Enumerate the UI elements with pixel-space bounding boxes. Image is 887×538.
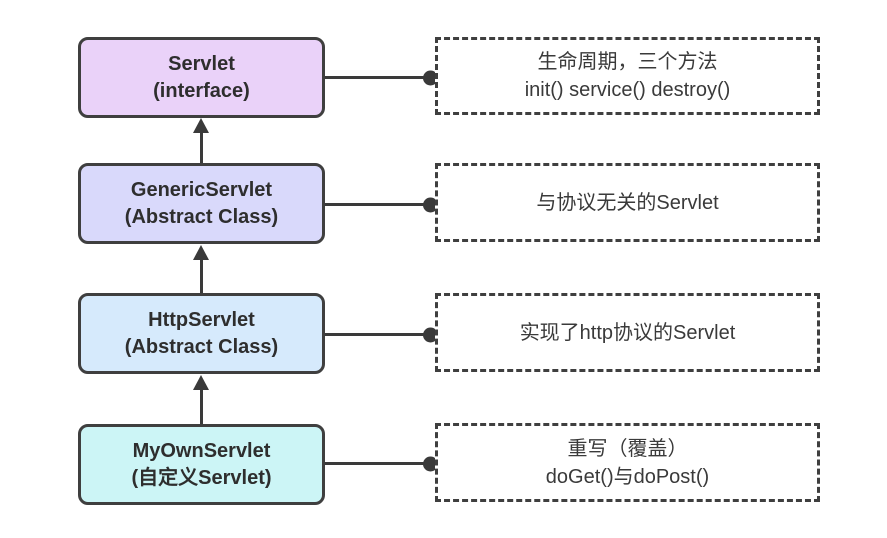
note-text: doGet()与doPost() xyxy=(545,465,710,488)
connector-dot-icon xyxy=(423,456,438,471)
connector-line xyxy=(325,197,438,212)
class-type: (Abstract Class) xyxy=(124,335,279,358)
class-box-servlet: Servlet (interface) xyxy=(78,37,325,118)
connector-dot-icon xyxy=(423,327,438,342)
class-box-myownservlet: MyOwnServlet (自定义Servlet) xyxy=(78,424,325,505)
class-type: (interface) xyxy=(153,79,250,102)
class-type: (Abstract Class) xyxy=(124,205,279,228)
note-text: init() service() destroy() xyxy=(524,79,731,101)
note-box-servlet: 生命周期，三个方法 init() service() destroy() xyxy=(435,37,820,115)
class-type: (自定义Servlet) xyxy=(131,466,272,489)
class-box-genericservlet: GenericServlet (Abstract Class) xyxy=(78,163,325,244)
connector-dot-icon xyxy=(423,197,438,212)
note-text: 与协议无关的Servlet xyxy=(536,191,719,214)
connector-line xyxy=(325,456,438,471)
note-box-myownservlet: 重写（覆盖） doGet()与doPost() xyxy=(435,423,820,502)
note-box-genericservlet: 与协议无关的Servlet xyxy=(435,163,820,242)
class-name: GenericServlet xyxy=(130,178,273,201)
class-name: Servlet xyxy=(168,52,235,75)
note-text: 生命周期，三个方法 xyxy=(537,51,718,73)
arrow-shaft xyxy=(200,387,203,424)
note-box-httpservlet: 实现了http协议的Servlet xyxy=(435,293,820,372)
class-name: HttpServlet xyxy=(148,308,255,331)
class-name: MyOwnServlet xyxy=(132,439,271,462)
arrow-head xyxy=(193,245,209,260)
note-text: 重写（覆盖） xyxy=(567,437,688,460)
inheritance-arrow-icon xyxy=(193,245,210,293)
class-box-httpservlet: HttpServlet (Abstract Class) xyxy=(78,293,325,374)
inheritance-arrow-icon xyxy=(193,118,210,163)
connector-line xyxy=(325,70,438,85)
note-text: 实现了http协议的Servlet xyxy=(519,321,736,344)
arrow-head xyxy=(193,118,209,133)
connector-dot-icon xyxy=(423,70,438,85)
connector-line xyxy=(325,327,438,342)
arrow-shaft xyxy=(200,257,203,293)
inheritance-arrow-icon xyxy=(193,375,210,424)
arrow-shaft xyxy=(200,130,203,163)
arrow-head xyxy=(193,375,209,390)
